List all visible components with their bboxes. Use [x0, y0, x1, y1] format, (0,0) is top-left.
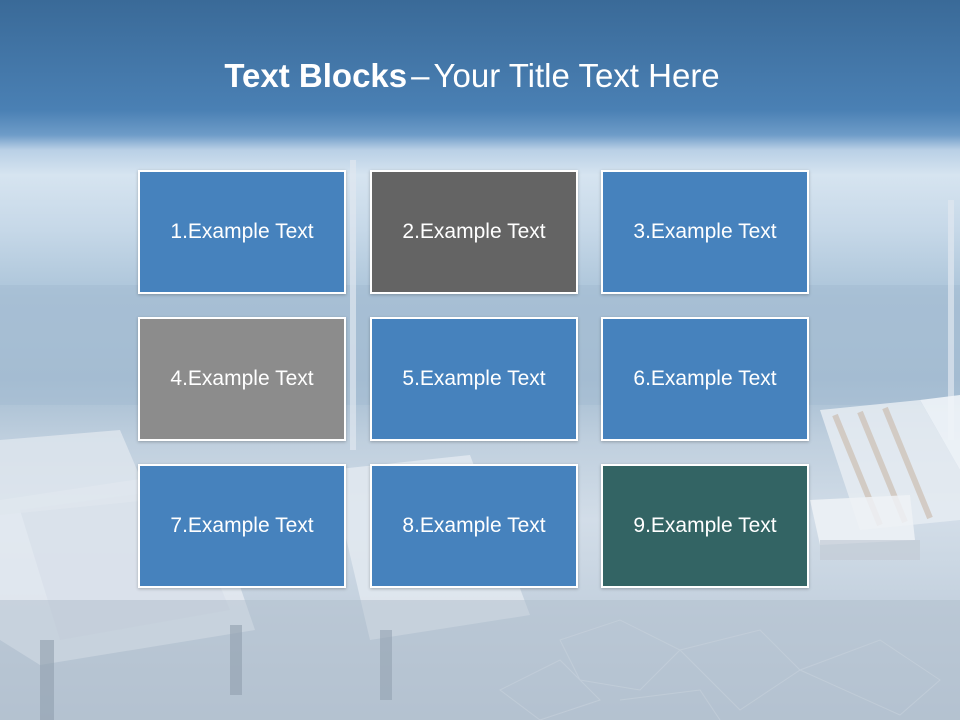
- text-block-label: 2.Example Text: [402, 220, 546, 243]
- title-dash: –: [411, 57, 430, 94]
- text-block-6[interactable]: 6.Example Text: [601, 317, 809, 441]
- title-rest-part: Your Title Text Here: [433, 57, 720, 94]
- text-blocks-grid: 1.Example Text 2.Example Text 3.Example …: [138, 170, 816, 594]
- text-block-3[interactable]: 3.Example Text: [601, 170, 809, 294]
- text-block-label: 3.Example Text: [633, 220, 777, 243]
- text-block-label: 9.Example Text: [633, 514, 777, 537]
- title-bold-part: Text Blocks: [224, 57, 408, 94]
- text-block-label: 5.Example Text: [402, 367, 546, 390]
- text-block-9[interactable]: 9.Example Text: [601, 464, 809, 588]
- text-block-1[interactable]: 1.Example Text: [138, 170, 346, 294]
- slide-title: Text Blocks–Your Title Text Here: [0, 54, 944, 98]
- text-block-label: 4.Example Text: [170, 367, 314, 390]
- text-block-8[interactable]: 8.Example Text: [370, 464, 578, 588]
- text-block-label: 7.Example Text: [170, 514, 314, 537]
- text-block-2[interactable]: 2.Example Text: [370, 170, 578, 294]
- text-block-7[interactable]: 7.Example Text: [138, 464, 346, 588]
- text-block-5[interactable]: 5.Example Text: [370, 317, 578, 441]
- text-block-label: 1.Example Text: [170, 220, 314, 243]
- text-block-label: 6.Example Text: [633, 367, 777, 390]
- text-block-4[interactable]: 4.Example Text: [138, 317, 346, 441]
- text-block-label: 8.Example Text: [402, 514, 546, 537]
